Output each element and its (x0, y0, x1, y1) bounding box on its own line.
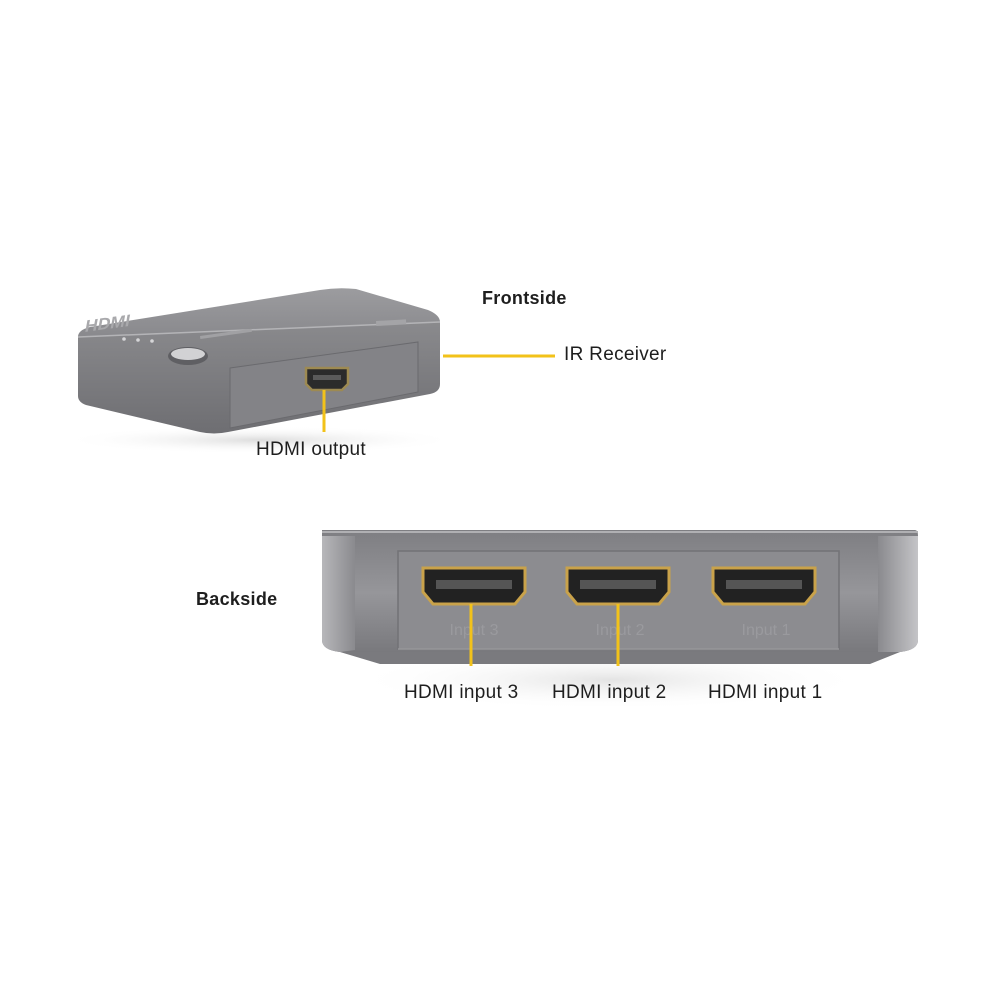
frontside-heading: Frontside (482, 288, 567, 308)
back-callouts (469, 604, 620, 666)
led-2 (136, 338, 140, 342)
front-callouts (322, 354, 555, 432)
port-label-input-2: Input 2 (596, 622, 645, 639)
front-device: HDMI (60, 288, 460, 454)
hdmi-input-1-port (711, 566, 817, 606)
front-device-shadow (60, 426, 460, 454)
hdmi-input-1-label: HDMI input 1 (708, 682, 823, 703)
port-label-input-1: Input 1 (742, 622, 791, 639)
hdmi-input-2-port (565, 566, 671, 606)
backside-heading: Backside (196, 589, 278, 609)
ir-receiver-label: IR Receiver (564, 344, 667, 365)
port-label-input-3: Input 3 (450, 622, 499, 639)
hdmi-input-2-label: HDMI input 2 (552, 682, 667, 703)
hdmi-output-port (304, 366, 350, 392)
led-1 (122, 337, 126, 341)
led-3 (150, 339, 154, 343)
hdmi-input-3-port (421, 566, 527, 606)
hdmi-input-3-label: HDMI input 3 (404, 682, 519, 703)
front-model-badge (376, 319, 407, 326)
hdmi-output-label: HDMI output (256, 439, 366, 460)
